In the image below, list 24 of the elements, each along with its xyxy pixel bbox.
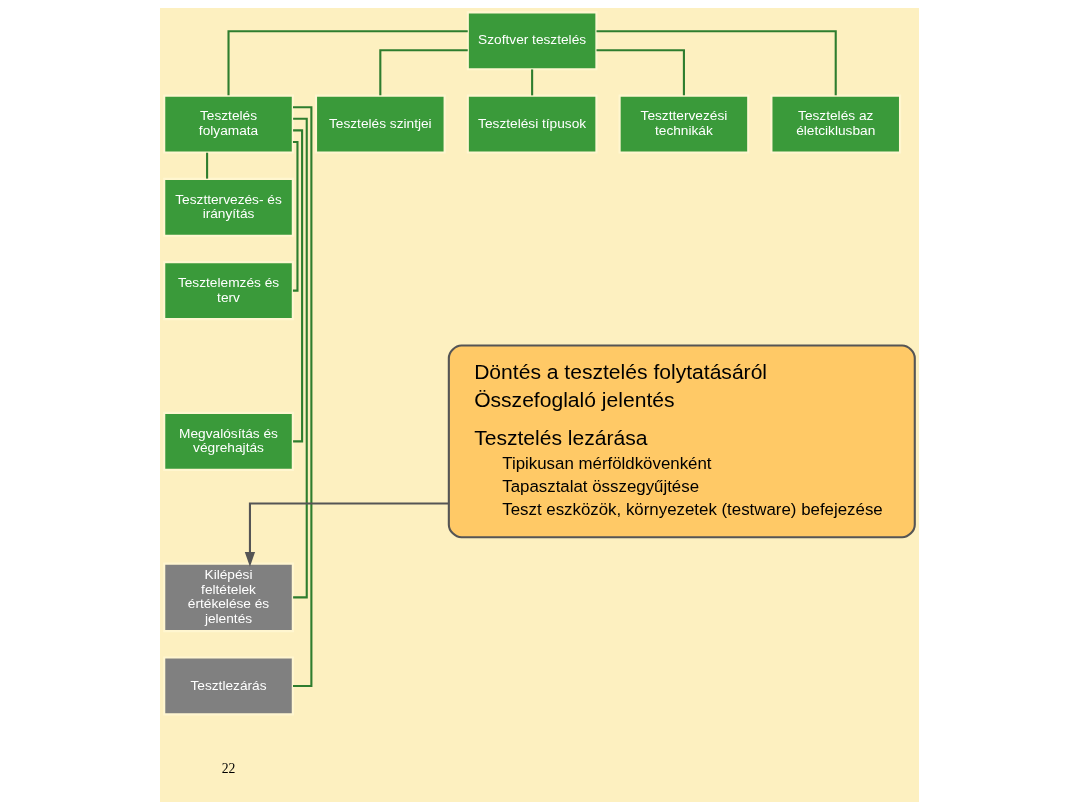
node-box: Tesztelési típusok: [466, 94, 598, 154]
connector: [206, 152, 209, 179]
connector: [596, 49, 685, 96]
connector: [227, 30, 468, 96]
connector: [293, 117, 308, 599]
connector: [293, 129, 304, 443]
node-box: Tesztelés az életciklusban: [770, 94, 902, 154]
node-box: Szoftver tesztelés: [466, 11, 598, 71]
connector: [531, 69, 534, 96]
label: 22: [221, 760, 236, 776]
arrow: [244, 502, 449, 567]
node-box: Tesztelés szintjei: [314, 94, 446, 154]
node-box: Teszttervezési technikák: [618, 94, 750, 154]
node-box: Tesztlezárás: [163, 656, 294, 716]
node-box: Megvalósítás és végrehajtás: [163, 411, 294, 471]
node-box: Teszttervezés- és irányítás: [163, 177, 294, 237]
node-box: Kilépési feltételek értékelése és jelentés: [163, 562, 294, 633]
node-box: Tesztelemzés és terv: [163, 261, 294, 321]
node-box: Tesztelés folyamata: [163, 94, 294, 154]
connector: [379, 49, 468, 96]
connector: [293, 106, 313, 687]
connector: [596, 30, 837, 96]
connector: [292, 140, 299, 292]
node-box: Döntés a tesztelés folytatásáról Összefoglaló jelentés Tesztelés lezárása Tipikusan mérföldkövenként Tapasztalat összegyűjtése Teszt eszközök, környezetek (testware) befejezése: [447, 344, 916, 539]
